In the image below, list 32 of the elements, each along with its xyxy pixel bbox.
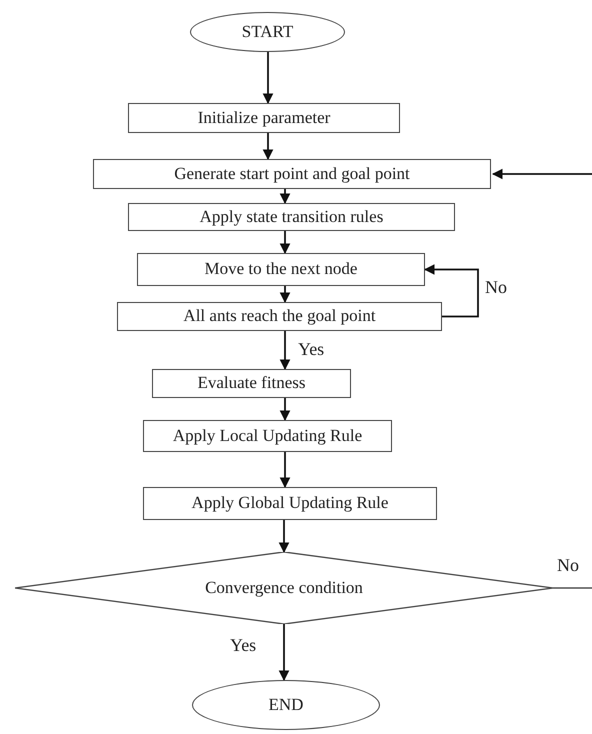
arrow: [280, 331, 290, 370]
node-label: END: [268, 696, 304, 714]
node-label: Initialize parameter: [198, 108, 330, 128]
node-label: Move to the next node: [204, 260, 358, 279]
arrow: [278, 624, 290, 682]
arrow: [280, 398, 290, 422]
arrow: [262, 52, 274, 104]
node-label: Convergence condition: [205, 578, 363, 598]
arrow: [424, 264, 479, 318]
decision-diamond: [15, 552, 553, 624]
arrow: [280, 189, 290, 204]
process-box: [143, 487, 437, 520]
arrow: [280, 286, 290, 304]
node-label: START: [242, 22, 294, 42]
arrow: [492, 168, 592, 180]
process-box: [117, 302, 442, 331]
process-box: [93, 159, 491, 189]
node-label: Evaluate fitness: [197, 374, 306, 393]
node-label: Generate start point and goal point: [174, 164, 410, 184]
arrow: [280, 452, 290, 488]
node-label: All ants reach the goal point: [183, 307, 376, 326]
process-box: [143, 420, 392, 452]
node-label: Apply state transition rules: [200, 208, 384, 226]
arrow: [278, 520, 290, 554]
process-box: [152, 369, 351, 398]
process-box: [137, 253, 425, 286]
arrow: [280, 231, 290, 254]
node-label: Apply Global Updating Rule: [192, 494, 388, 513]
arrow: [262, 133, 274, 160]
process-box: [128, 103, 400, 133]
process-box: [128, 203, 455, 231]
node-label: Apply Local Updating Rule: [172, 426, 362, 446]
